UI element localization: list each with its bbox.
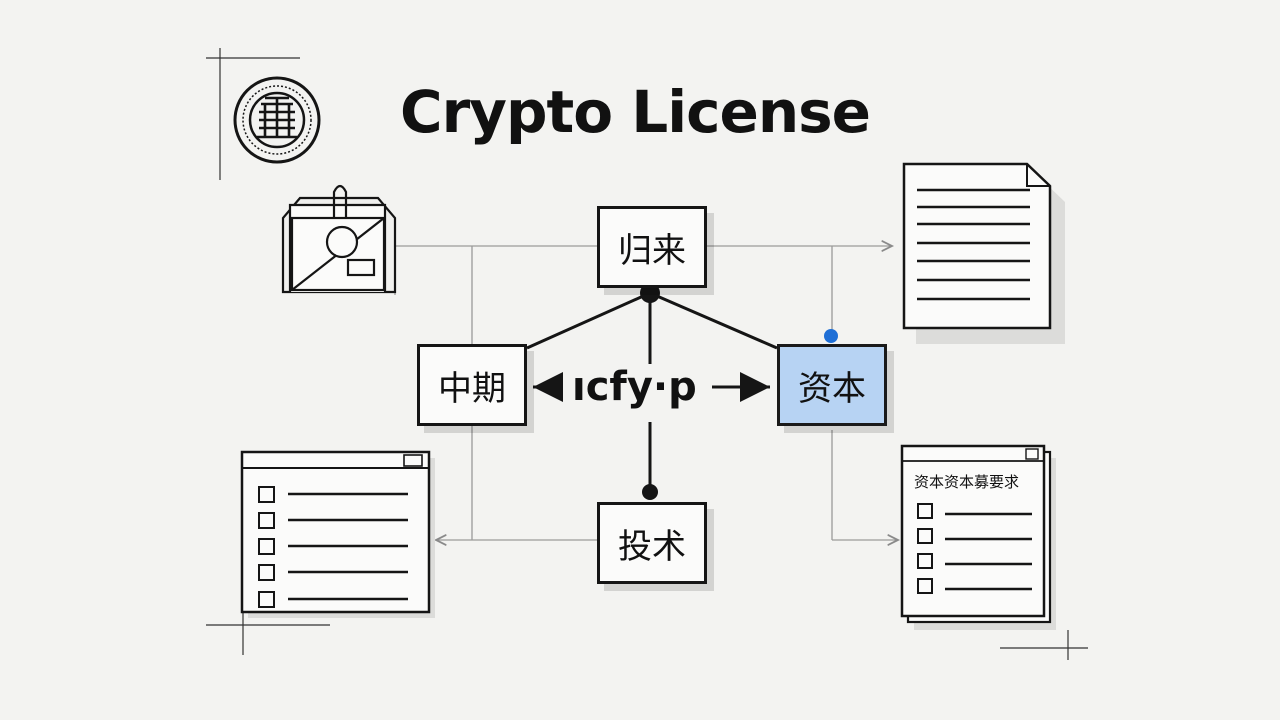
node-bottom: 投术: [597, 502, 707, 584]
node-top-label: 归来: [618, 230, 686, 271]
node-bottom-label: 投术: [618, 526, 686, 567]
checklist-document-title: 资本资本募要求: [914, 473, 1020, 491]
node-top: 归来: [597, 206, 707, 288]
list-window-icon: [240, 450, 435, 618]
folder-clip-icon: [281, 184, 397, 294]
seal-emblem-icon: [233, 76, 321, 164]
connectors: [526, 291, 778, 492]
highlight-dot: [824, 329, 838, 343]
node-left-label: 中期: [438, 368, 506, 409]
node-right: 资本: [777, 344, 887, 426]
node-right-label: 资本: [798, 368, 866, 409]
hub-dot-bottom: [642, 484, 658, 500]
hub-dot-top: [640, 283, 660, 303]
crop-marks: [206, 48, 1088, 660]
diagram-title: Crypto License: [400, 78, 871, 146]
center-label: ıcfy·p: [568, 364, 701, 410]
checklist-document-icon: [900, 444, 1056, 630]
node-left: 中期: [417, 344, 527, 426]
document-icon: [902, 162, 1065, 344]
